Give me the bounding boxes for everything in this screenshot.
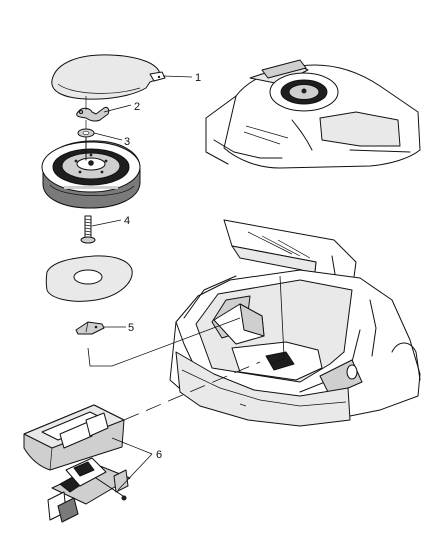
callout-6: 6	[111, 437, 162, 491]
retainer-clip-icon	[75, 321, 105, 335]
callout-number: 3	[124, 136, 130, 148]
spare-tire-cover-icon	[51, 54, 166, 100]
washer-icon	[77, 128, 95, 138]
callout-5: 5	[103, 322, 134, 334]
location-line	[123, 361, 261, 421]
callout-1: 1	[162, 72, 201, 84]
trunk-top-view-icon	[205, 59, 421, 169]
location-line	[279, 275, 285, 357]
callout-3: 3	[93, 132, 130, 148]
callout-2: 2	[103, 101, 140, 113]
scissor-jack-icon	[47, 457, 131, 523]
location-line	[87, 317, 241, 367]
wing-nut-icon	[76, 107, 110, 122]
callout-number: 1	[195, 72, 201, 84]
spare-tire-icon	[41, 140, 141, 209]
hold-down-bolt-icon	[80, 215, 96, 244]
callout-number: 4	[124, 215, 130, 227]
callout-4: 4	[91, 215, 130, 227]
vehicle-rear-open-trunk-icon	[169, 219, 421, 427]
callout-number: 6	[156, 449, 162, 461]
spare-tire-spacer-icon	[45, 255, 133, 302]
jack-foam-holder-icon	[23, 404, 125, 471]
callout-number: 5	[128, 322, 134, 334]
callout-number: 2	[134, 101, 140, 113]
